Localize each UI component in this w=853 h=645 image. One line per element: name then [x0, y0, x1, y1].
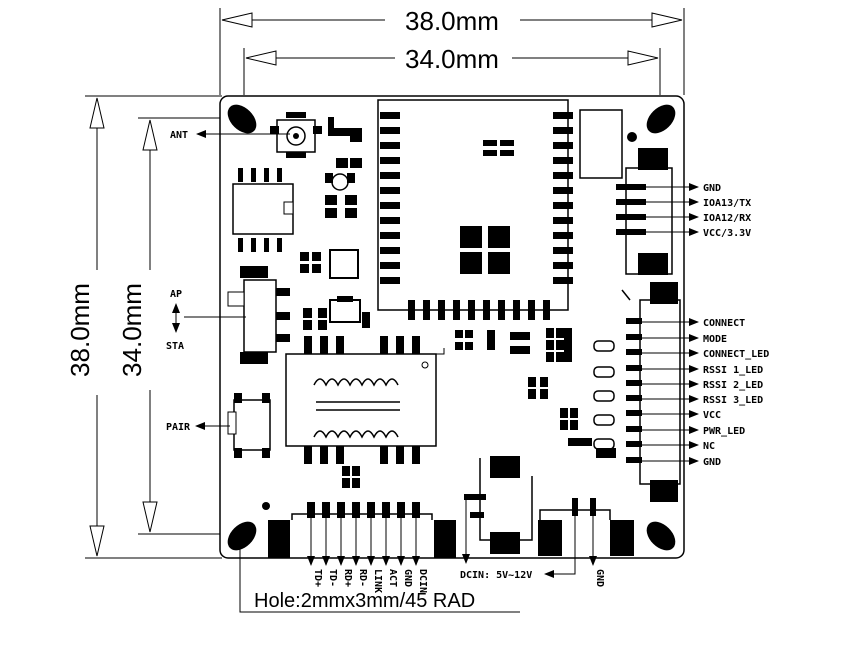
- right-header-top: [579, 109, 673, 275]
- pin-label-rd-minus: RD-: [357, 569, 368, 587]
- antenna-connector: [270, 112, 322, 158]
- resistor-pads: [342, 328, 616, 488]
- pin-label-nc: NC: [703, 441, 715, 452]
- left-dimensions: [85, 95, 244, 559]
- pair-button: [227, 393, 271, 458]
- pin-label-mode: MODE: [703, 334, 727, 345]
- right-pins-bottom: [642, 318, 699, 465]
- right-header-bottom: [621, 282, 681, 502]
- pin-label-link: LINK: [372, 569, 383, 593]
- pin-label-rssi3: RSSI 3_LED: [703, 395, 763, 406]
- pin-label-rssi1: RSSI 1_LED: [703, 365, 763, 376]
- pin-label-td-minus: TD-: [327, 569, 338, 587]
- top-dimensions: [219, 8, 685, 95]
- hole-note: Hole:2mmx3mm/45 RAD: [254, 590, 475, 612]
- pin-label-vcc33: VCC/3.3V: [703, 228, 751, 239]
- pin-label-vcc: VCC: [703, 410, 721, 421]
- ap-sta-switch: [227, 266, 290, 364]
- left-ic: [232, 168, 294, 252]
- top-outer-dimension: 38.0mm: [405, 6, 499, 36]
- top-inner-dimension: 34.0mm: [405, 44, 499, 74]
- ethernet-pin-arrows: [307, 518, 420, 566]
- ant-label: ANT: [170, 130, 188, 141]
- pin-label-gnd-top: GND: [703, 183, 721, 194]
- right-pins-top: [646, 183, 699, 236]
- pin-label-connect-led: CONNECT_LED: [703, 349, 769, 360]
- pin-label-dcin: DCIN: [417, 569, 428, 593]
- gnd-power-label: GND: [594, 569, 605, 587]
- left-inner-dimension: 34.0mm: [117, 283, 147, 377]
- pin-label-gnd-eth: GND: [402, 569, 413, 587]
- left-outer-dimension: 38.0mm: [65, 283, 95, 377]
- pair-label: PAIR: [166, 422, 191, 433]
- pin-label-connect: CONNECT: [703, 318, 745, 329]
- pin-label-ioa12: IOA12/RX: [703, 213, 751, 224]
- pin-label-pwr-led: PWR_LED: [703, 426, 745, 437]
- hole-leader-line: [239, 548, 520, 613]
- power-arrows: [462, 500, 597, 578]
- pin-label-act: ACT: [387, 569, 398, 587]
- mounting-holes: [227, 104, 676, 551]
- mid-components: [300, 249, 370, 330]
- small-components: [325, 117, 362, 218]
- wifi-module: [377, 99, 573, 320]
- pin-label-ioa13: IOA13/TX: [703, 198, 751, 209]
- dcin-label: DCIN: 5V~12V: [460, 570, 532, 581]
- power-section: [464, 456, 634, 556]
- ethernet-header: [262, 502, 456, 558]
- pin-label-td-plus: TD+: [312, 569, 323, 587]
- pin-label-rd-plus: RD+: [342, 569, 353, 587]
- pin-label-gnd-bottom: GND: [703, 457, 721, 468]
- sta-label: STA: [166, 341, 184, 352]
- ap-label: AP: [170, 289, 182, 300]
- pin-label-rssi2: RSSI 2_LED: [703, 380, 763, 391]
- transformer: [285, 336, 445, 464]
